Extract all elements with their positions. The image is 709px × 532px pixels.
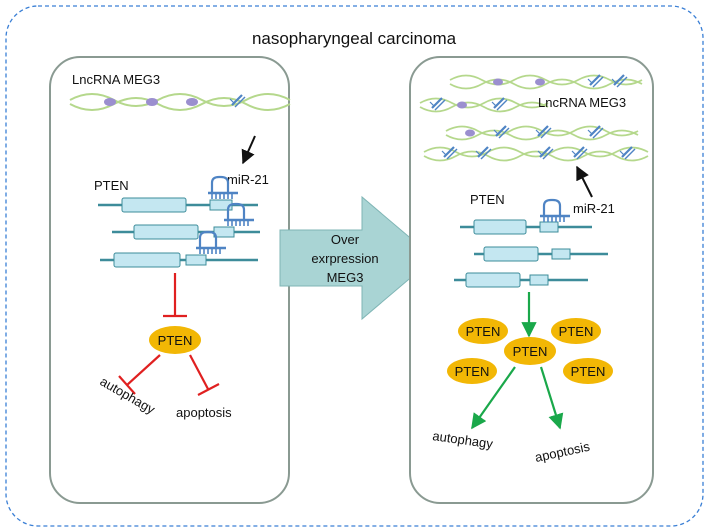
left-inhibition-apoptosis (189, 354, 220, 396)
gene-exon (133, 224, 199, 240)
left-apoptosis-label: apoptosis (176, 405, 232, 420)
arrow-label-line-2: exrpression (311, 251, 378, 266)
gene-exon (121, 197, 187, 213)
lncrna-node (104, 98, 116, 106)
pten-protein (551, 318, 601, 344)
pten-protein (458, 318, 508, 344)
left-inhibition-autophagy (118, 354, 161, 395)
gene-exon (185, 254, 207, 266)
right-mir-label: miR-21 (573, 201, 615, 216)
gene-exon (473, 219, 527, 235)
left-pten-protein (149, 326, 201, 354)
gene-exon (539, 221, 559, 233)
pten-protein-label: PTEN (513, 344, 548, 359)
left-mir-label: miR-21 (227, 172, 269, 187)
left-pten-genes (98, 175, 260, 268)
left-cell-border (49, 56, 290, 504)
pten-protein-label: PTEN (559, 324, 594, 339)
gene-exon (213, 226, 235, 238)
lncrna-strand (445, 124, 639, 141)
lncrna-strand (423, 145, 649, 162)
diagram-title: nasopharyngeal carcinoma (252, 29, 457, 48)
lncrna-strand (419, 96, 549, 113)
pten-protein (563, 358, 613, 384)
arrow-label-line-3: MEG3 (327, 270, 364, 285)
pten-protein-label: PTEN (571, 364, 606, 379)
gene-exon (113, 252, 181, 268)
pten-protein-label: PTEN (455, 364, 490, 379)
overexpression-arrow: Over exrpression MEG3 (279, 195, 435, 321)
right-lncrna-label: LncRNA MEG3 (538, 95, 626, 110)
right-activation-autophagy (471, 366, 516, 430)
lncrna-node (146, 98, 158, 106)
pten-protein (447, 358, 497, 384)
right-pten-gene-label: PTEN (470, 192, 505, 207)
outer-frame (5, 5, 704, 527)
right-lncrna-strands (419, 73, 649, 162)
right-pten-genes (454, 198, 608, 288)
lncrna-node (186, 98, 198, 106)
lncrna-strand (449, 73, 643, 90)
pten-protein (504, 337, 556, 365)
gene-exon (483, 246, 539, 262)
left-inhibition-to-pten (163, 273, 187, 318)
right-sponge-arrow (576, 165, 593, 198)
right-cell: LncRNA MEG3 miR-21 PTEN PTEN PTEN PTEN (409, 56, 654, 504)
arrow-label-line-1: Over (331, 232, 360, 247)
left-lncrna-strand (69, 93, 291, 111)
left-pten-gene-label: PTEN (94, 178, 129, 193)
pten-protein-label: PTEN (466, 324, 501, 339)
gene-exon (551, 248, 571, 260)
gene-exon (465, 272, 521, 288)
left-cell: LncRNA MEG3 miR-21 PTEN (49, 56, 291, 504)
left-lncrna-label: LncRNA MEG3 (72, 72, 160, 87)
right-pten-proteins: PTEN PTEN PTEN PTEN PTEN (447, 318, 613, 384)
left-pten-protein-label: PTEN (158, 333, 193, 348)
right-activation-apoptosis (539, 366, 564, 430)
left-sponge-arrow (241, 135, 256, 165)
gene-exon (529, 274, 549, 286)
